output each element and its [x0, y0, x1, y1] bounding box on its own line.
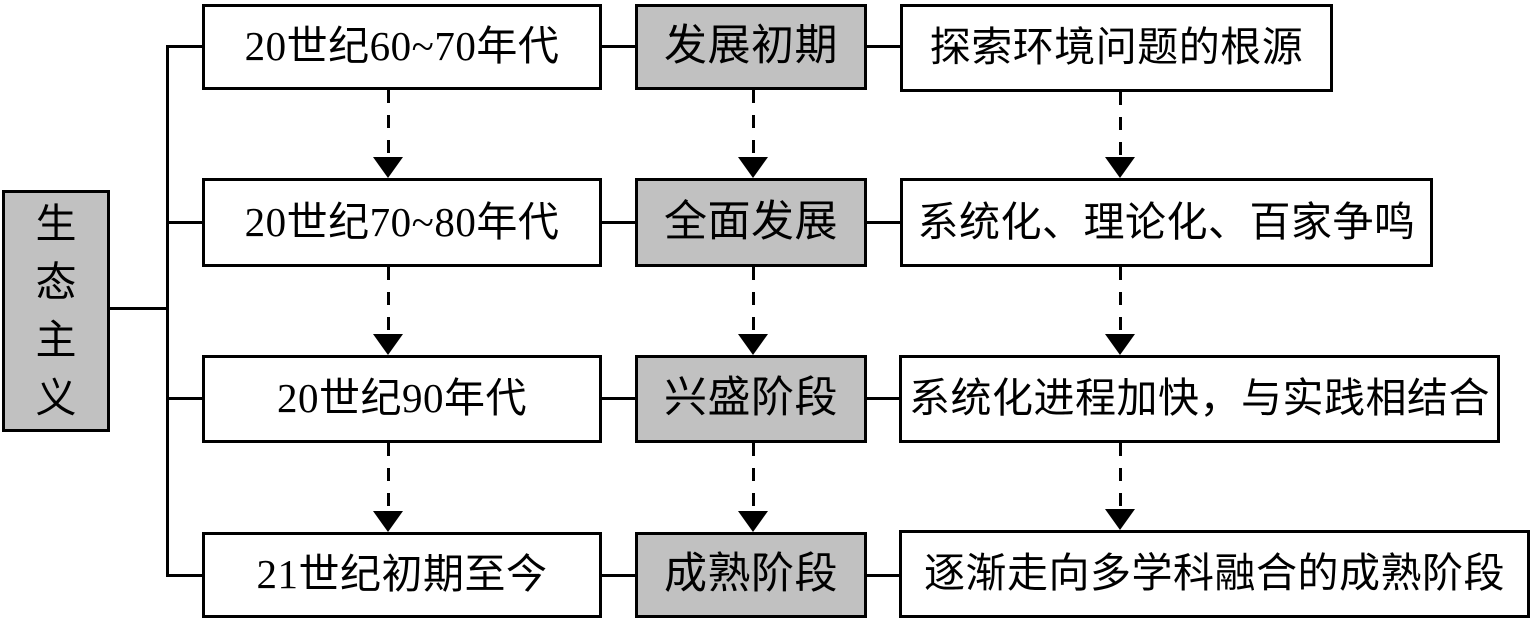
- stub-row-3: [166, 397, 204, 400]
- stage-label-3: 兴盛阶段: [664, 375, 838, 423]
- dashed-line: [1118, 443, 1122, 508]
- dashed-down-arrow-description-3-4: [1104, 443, 1136, 530]
- dashed-down-arrow-period-2-3: [372, 267, 404, 355]
- dashed-line: [386, 443, 390, 510]
- stub-row-4: [166, 574, 204, 577]
- arrow-head-icon: [373, 334, 403, 355]
- arrow-head-icon: [373, 511, 403, 532]
- connector-period-stage-3: [602, 397, 635, 400]
- period-box-4: 21世纪初期至今: [202, 532, 602, 618]
- period-label-1: 20世纪60~70年代: [244, 23, 560, 70]
- dashed-down-arrow-description-2-3: [1104, 267, 1136, 355]
- period-box-2: 20世纪70~80年代: [202, 178, 602, 267]
- period-label-3: 20世纪90年代: [277, 375, 527, 422]
- dashed-line: [751, 443, 755, 510]
- stage-label-1: 发展初期: [664, 23, 838, 71]
- arrow-head-icon: [1105, 334, 1135, 355]
- arrow-head-icon: [1105, 509, 1135, 530]
- dashed-down-arrow-description-1-2: [1104, 92, 1136, 178]
- period-box-1: 20世纪60~70年代: [202, 4, 602, 90]
- connector-period-stage-2: [602, 221, 635, 224]
- arrow-head-icon: [738, 511, 768, 532]
- description-box-2: 系统化、理论化、百家争鸣: [900, 178, 1433, 267]
- description-label-3: 系统化进程加快，与实践相结合: [909, 375, 1490, 422]
- description-label-4: 逐渐走向多学科融合的成熟阶段: [924, 550, 1505, 597]
- dashed-line: [386, 90, 390, 156]
- dashed-line: [386, 267, 390, 333]
- connector-period-stage-4: [602, 574, 635, 577]
- root-box-ecologism: 生态主义: [2, 190, 110, 432]
- description-label-2: 系统化、理论化、百家争鸣: [917, 198, 1416, 245]
- dashed-down-arrow-stage-2-3: [737, 267, 769, 355]
- arrow-head-icon: [738, 157, 768, 178]
- dashed-down-arrow-period-3-4: [372, 443, 404, 532]
- connector-stage-description-3: [867, 397, 900, 400]
- description-box-1: 探索环境问题的根源: [900, 4, 1333, 92]
- trunk-line: [166, 45, 169, 577]
- stage-box-3: 兴盛阶段: [635, 355, 867, 443]
- dashed-down-arrow-stage-1-2: [737, 90, 769, 178]
- connector-root-to-trunk: [108, 307, 168, 310]
- arrow-head-icon: [738, 334, 768, 355]
- stage-label-4: 成熟阶段: [664, 551, 838, 599]
- stub-row-1: [166, 45, 204, 48]
- dashed-line: [1118, 267, 1122, 333]
- dashed-line: [1118, 92, 1122, 156]
- connector-stage-description-4: [867, 574, 900, 577]
- connector-period-stage-1: [602, 45, 635, 48]
- description-box-4: 逐渐走向多学科融合的成熟阶段: [899, 530, 1530, 618]
- stage-label-2: 全面发展: [664, 198, 838, 246]
- description-label-1: 探索环境问题的根源: [929, 24, 1304, 71]
- period-box-3: 20世纪90年代: [202, 355, 602, 443]
- root-label: 生态主义: [35, 200, 77, 422]
- dashed-line: [751, 90, 755, 156]
- dashed-down-arrow-period-1-2: [372, 90, 404, 178]
- arrow-head-icon: [373, 157, 403, 178]
- dashed-down-arrow-stage-3-4: [737, 443, 769, 532]
- stage-box-4: 成熟阶段: [635, 532, 867, 618]
- stub-row-2: [166, 221, 204, 224]
- dashed-line: [751, 267, 755, 333]
- stage-box-2: 全面发展: [635, 178, 867, 267]
- connector-stage-description-2: [867, 221, 900, 224]
- connector-stage-description-1: [867, 45, 900, 48]
- description-box-3: 系统化进程加快，与实践相结合: [899, 355, 1500, 443]
- period-label-2: 20世纪70~80年代: [244, 198, 560, 245]
- period-label-4: 21世纪初期至今: [256, 551, 548, 598]
- stage-box-1: 发展初期: [635, 4, 867, 90]
- arrow-head-icon: [1105, 157, 1135, 178]
